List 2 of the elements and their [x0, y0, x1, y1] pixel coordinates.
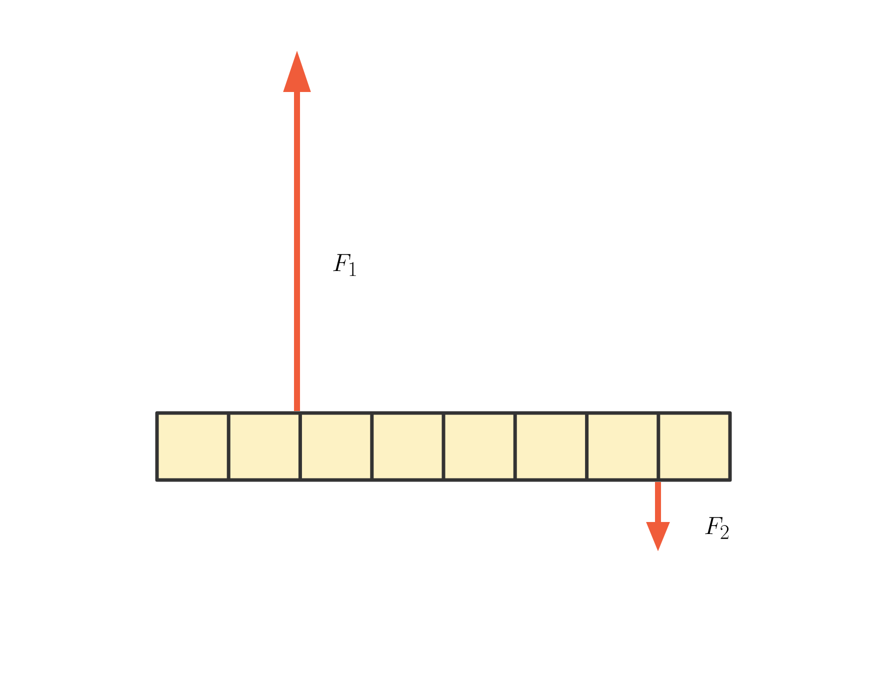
- force-label: $F_1$: [333, 254, 356, 276]
- force-label: $F_2$: [705, 517, 729, 539]
